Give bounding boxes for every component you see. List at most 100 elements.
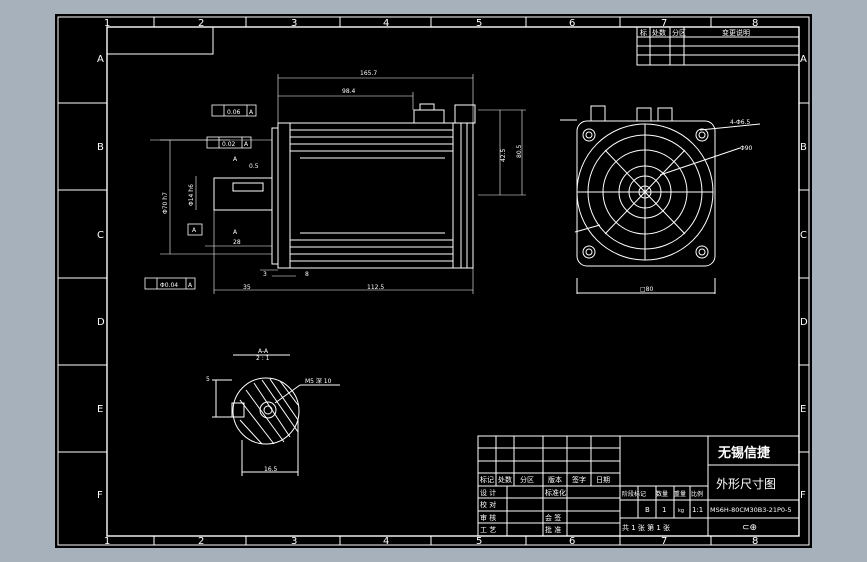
dim-flatness: 0.06 bbox=[227, 109, 241, 116]
row-label-right: F bbox=[800, 490, 806, 501]
col-label-top: 3 bbox=[291, 18, 297, 29]
header-date: 日期 bbox=[596, 476, 610, 484]
scale-value: 1:1 bbox=[692, 506, 703, 514]
col-label-top: 2 bbox=[198, 18, 204, 29]
dim-holes: 4-Φ6.5 bbox=[730, 119, 750, 126]
col-label-bottom: 2 bbox=[198, 536, 204, 547]
dim-connector-h2: 80.5 bbox=[516, 144, 523, 158]
drawing-frame bbox=[57, 16, 810, 546]
dim-coaxial: Φ0.04 bbox=[160, 282, 178, 289]
revision-col-count: 处数 bbox=[652, 28, 666, 37]
dim-shaft-dia: Φ70 h7 bbox=[162, 192, 169, 214]
title-block bbox=[477, 435, 800, 537]
col-label-top: 1 bbox=[104, 18, 110, 29]
col-label-top: 6 bbox=[569, 18, 575, 29]
kg-unit: kg bbox=[678, 508, 684, 514]
dim-len-35: 35 bbox=[243, 284, 251, 291]
company-name: 无锡信捷 bbox=[717, 445, 771, 461]
header-version: 版本 bbox=[548, 475, 562, 484]
revision-table bbox=[636, 26, 800, 66]
title-block-text: 无锡信捷 外形尺寸图 MS6H-80CM30B3-21P0-5 ⊂⊕ 共 1 张… bbox=[480, 445, 792, 534]
stage-value: B bbox=[645, 506, 650, 514]
row-standard: 标准化 bbox=[545, 488, 566, 497]
motor-front-view bbox=[560, 105, 761, 294]
drawing-name: 外形尺寸图 bbox=[716, 477, 776, 491]
row-design: 设 计 bbox=[480, 488, 496, 497]
drawing-sheet bbox=[55, 14, 812, 548]
col-label-bottom: 5 bbox=[476, 536, 482, 547]
sheets-text: 共 1 张 第 1 张 bbox=[622, 523, 670, 532]
col-label-top: 7 bbox=[661, 18, 667, 29]
row-review: 审 核 bbox=[480, 513, 496, 522]
row-ratify: 批 准 bbox=[545, 525, 561, 534]
header-sign: 签字 bbox=[572, 475, 586, 484]
dim-pcd: Φ90 bbox=[740, 145, 753, 152]
header-mark: 标记 bbox=[480, 475, 494, 484]
revision-table-text: 标 处数 分区 变更说明 bbox=[640, 28, 750, 37]
dim-len-1125: 112.5 bbox=[367, 284, 384, 291]
tolerance-frames bbox=[144, 104, 257, 290]
row-label-left: E bbox=[97, 404, 103, 415]
col-label-top: 4 bbox=[383, 18, 389, 29]
row-approve: 会 签 bbox=[545, 513, 561, 522]
row-label-right: E bbox=[800, 404, 806, 415]
section-label: A-A bbox=[258, 348, 269, 355]
header-count: 处数 bbox=[498, 475, 512, 484]
dim-shaft-key: Φ14 h6 bbox=[188, 184, 195, 206]
row-label-right: C bbox=[800, 230, 807, 241]
col-label-bottom: 6 bbox=[569, 536, 575, 547]
mass-label: 重量 bbox=[674, 490, 686, 498]
dim-overall-length: 165.7 bbox=[360, 70, 377, 77]
grid-labels: 1 2 3 4 5 6 7 8 1 2 3 4 5 6 7 8 A B C D … bbox=[97, 18, 808, 547]
col-label-bottom: 4 bbox=[383, 536, 389, 547]
dim-datum-coaxial: A bbox=[188, 282, 193, 289]
section-scale: 2 : 1 bbox=[256, 355, 270, 362]
section-mark-a-top: A bbox=[233, 156, 238, 163]
dim-len-3: 3 bbox=[263, 271, 267, 278]
motor-side-view bbox=[213, 103, 476, 269]
section-mark-a-bottom: A bbox=[233, 229, 238, 236]
dim-offset: 0.5 bbox=[249, 163, 259, 170]
dim-datum-a-2: A bbox=[244, 141, 249, 148]
section-view-text: A-A 2 : 1 5 M5 深 10 16.5 bbox=[206, 348, 332, 473]
header-zone: 分区 bbox=[520, 475, 534, 484]
revision-col-desc: 变更说明 bbox=[722, 28, 750, 37]
revision-col-mark: 标 bbox=[640, 28, 647, 37]
section-view bbox=[212, 354, 340, 476]
dim-len-28: 28 bbox=[233, 239, 241, 246]
scale-label: 比例 bbox=[691, 490, 703, 498]
col-label-bottom: 8 bbox=[752, 536, 758, 547]
col-label-top: 5 bbox=[476, 18, 482, 29]
side-view-dimension-text: 165.7 98.4 0.06 A 0.02 A 0.5 Φ70 h7 Φ14 … bbox=[160, 70, 523, 291]
row-label-right: A bbox=[800, 54, 807, 65]
row-label-left: F bbox=[97, 490, 103, 501]
row-process: 工 艺 bbox=[480, 526, 496, 534]
qty-value: 1 bbox=[662, 506, 666, 514]
side-view-dimensions bbox=[150, 74, 526, 294]
front-view-dimension-text: 4-Φ6.5 Φ90 □80 bbox=[640, 119, 753, 293]
weight-label: 数量 bbox=[656, 490, 668, 498]
row-label-left: B bbox=[97, 142, 104, 153]
row-label-right: B bbox=[800, 142, 807, 153]
col-label-bottom: 3 bbox=[291, 536, 297, 547]
dim-connector-h1: 42.5 bbox=[500, 148, 507, 162]
row-label-left: D bbox=[97, 317, 105, 328]
dim-body-length: 98.4 bbox=[342, 88, 356, 95]
projection-symbol: ⊂⊕ bbox=[742, 523, 757, 533]
stage-label: 阶段标记 bbox=[622, 490, 646, 498]
col-label-bottom: 1 bbox=[104, 536, 110, 547]
col-label-top: 8 bbox=[752, 18, 758, 29]
row-label-left: C bbox=[97, 230, 104, 241]
row-label-right: D bbox=[800, 317, 808, 328]
dim-square: □80 bbox=[640, 286, 653, 293]
revision-col-zone: 分区 bbox=[672, 28, 686, 37]
dim-runout: 0.02 bbox=[222, 141, 236, 148]
dim-thread: M5 深 10 bbox=[305, 377, 332, 385]
dim-keyway-depth: 5 bbox=[206, 376, 210, 383]
col-label-bottom: 7 bbox=[661, 536, 667, 547]
dim-len-8: 8 bbox=[305, 271, 309, 278]
dim-datum-a: A bbox=[249, 109, 254, 116]
dim-key-height: 16.5 bbox=[264, 466, 278, 473]
row-check: 校 对 bbox=[480, 500, 496, 509]
